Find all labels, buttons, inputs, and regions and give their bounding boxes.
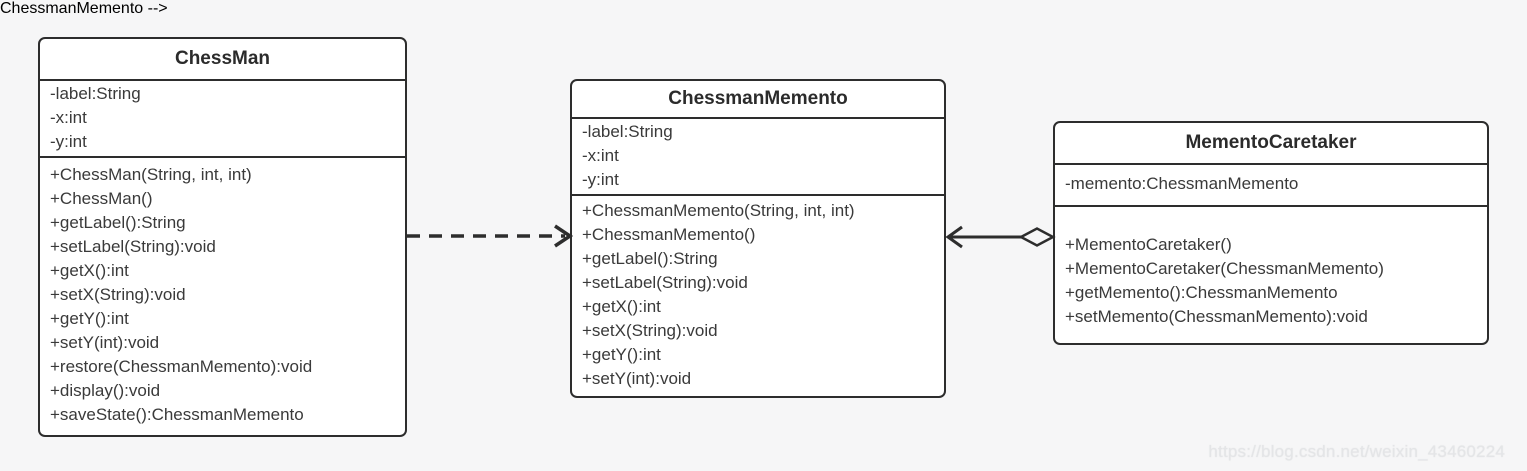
aggregation-arrow-caretaker-to-memento	[945, 225, 1056, 249]
class-title-memento-caretaker: MementoCaretaker	[1055, 123, 1487, 165]
member-line: +setY(int):void	[582, 369, 692, 388]
member-line: -x:int	[50, 108, 87, 127]
member-line: -y:int	[50, 132, 87, 151]
member-line: +ChessMan()	[50, 189, 153, 208]
member-line: -label:String	[582, 122, 673, 141]
class-box-chessman-memento: ChessmanMemento -label:String -x:int -y:in…	[570, 79, 946, 398]
hollow-diamond	[1018, 227, 1056, 247]
class-methods-chessman-memento: +ChessmanMemento(String, int, int) +Chess…	[572, 196, 944, 396]
class-box-memento-caretaker: MementoCaretaker -memento:ChessmanMement…	[1053, 121, 1489, 345]
member-line: +setX(String):void	[50, 285, 186, 304]
member-line: +getY():int	[50, 309, 129, 328]
class-title-chessman-memento: ChessmanMemento	[572, 81, 944, 119]
member-line: +getLabel():String	[582, 249, 718, 268]
class-methods-chessman: +ChessMan(String, int, int) +ChessMan() +g…	[40, 158, 405, 435]
member-line: +setMemento(ChessmanMemento):void	[1065, 307, 1368, 326]
class-attributes-chessman-memento: -label:String -x:int -y:int	[572, 119, 944, 196]
class-box-chessman: ChessMan -label:String -x:int -y:int +Ches…	[38, 37, 407, 437]
member-line: -x:int	[582, 146, 619, 165]
member-line: -memento:ChessmanMemento	[1065, 174, 1299, 193]
member-line: +restore(ChessmanMemento):void	[50, 357, 313, 376]
class-title-chessman: ChessMan	[40, 39, 405, 81]
member-line: +display():void	[50, 381, 161, 400]
member-line: +getX():int	[50, 261, 129, 280]
member-line: +MementoCaretaker()	[1065, 235, 1232, 254]
dependency-arrow-chessman-to-memento	[407, 224, 574, 248]
member-line: +saveState():ChessmanMemento	[50, 405, 304, 424]
class-attributes-chessman: -label:String -x:int -y:int	[40, 81, 405, 158]
member-line: +getY():int	[582, 345, 661, 364]
member-line: +getX():int	[582, 297, 661, 316]
member-line: +getLabel():String	[50, 213, 186, 232]
member-line: +setY(int):void	[50, 333, 160, 352]
member-line: +ChessmanMemento(String, int, int)	[582, 201, 855, 220]
class-attributes-memento-caretaker: -memento:ChessmanMemento	[1055, 165, 1487, 207]
watermark-url: https://blog.csdn.net/weixin_43460224	[1208, 442, 1505, 461]
member-line: +ChessmanMemento()	[582, 225, 756, 244]
member-line: -label:String	[50, 84, 141, 103]
member-line: +ChessMan(String, int, int)	[50, 165, 252, 184]
member-line: +setX(String):void	[582, 321, 718, 340]
member-line: +MementoCaretaker(ChessmanMemento)	[1065, 259, 1384, 278]
member-line: +setLabel(String):void	[582, 273, 748, 292]
member-line: -y:int	[582, 170, 619, 189]
member-line: +setLabel(String):void	[50, 237, 216, 256]
class-methods-memento-caretaker: +MementoCaretaker() +MementoCaretaker(Che…	[1055, 207, 1487, 343]
member-line: +getMemento():ChessmanMemento	[1065, 283, 1338, 302]
